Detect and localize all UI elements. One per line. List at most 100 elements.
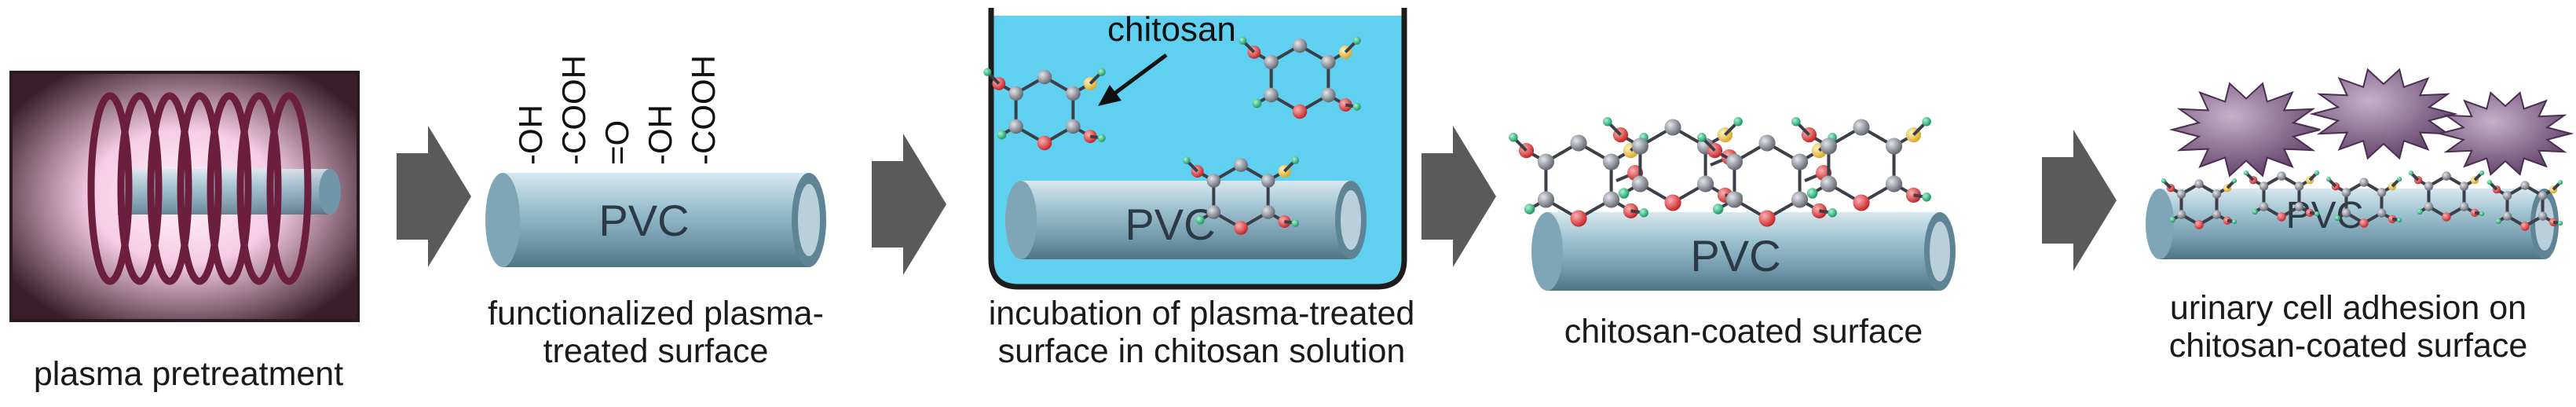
adhesion-tube: PVC (2146, 189, 2559, 259)
oxygen-atom (1664, 194, 1681, 211)
carbon-atom (1853, 119, 1870, 136)
hydrogen-atom (1806, 188, 1818, 199)
hydrogen-atom (2252, 208, 2258, 215)
carbon-atom (2359, 178, 2369, 187)
carbon-atom (1037, 69, 1052, 85)
hydrogen-atom (1182, 156, 1191, 164)
carbon-atom (2194, 179, 2204, 189)
hydrogen-atom (1697, 133, 1707, 142)
hydrogen-atom (2557, 179, 2563, 185)
carbon-atom (2459, 182, 2469, 191)
carbon-atom (1206, 205, 1221, 219)
functional-group: -OH (512, 104, 549, 165)
urinary-cell (2168, 82, 2321, 178)
pvc-label: PVC (1125, 200, 1215, 249)
carbon-atom (2176, 189, 2186, 199)
carbon-atom (2538, 211, 2548, 221)
oxygen-atom (2359, 218, 2369, 228)
functional-group: -COOH (685, 55, 722, 165)
carbon-atom (1008, 86, 1023, 101)
carbon-atom (1537, 191, 1554, 208)
hydrogen-atom (2479, 170, 2485, 176)
pvc-label: PVC (598, 196, 689, 245)
functionalized-tube: PVC (485, 173, 826, 267)
carbon-atom (1234, 158, 1248, 172)
carbon-atom (2459, 202, 2469, 211)
hydrogen-atom (1097, 68, 1106, 76)
hydrogen-atom (1291, 156, 1300, 164)
coated-tube: PVC (1531, 212, 1956, 291)
carbon-atom (2424, 182, 2434, 191)
hydrogen-atom (2479, 211, 2485, 217)
urinary-cell (2436, 91, 2574, 176)
carbon-atom (1570, 134, 1587, 152)
oxygen-atom (1292, 104, 1308, 119)
urinary-cell (2309, 68, 2458, 160)
oxygen-atom (2520, 222, 2530, 231)
carbon-atom (1008, 119, 1023, 134)
carbon-atom (1066, 86, 1081, 101)
functional-groups: -OH -COOH =O -OH -COOH (512, 55, 722, 165)
caption-line: incubation of plasma-treated (988, 295, 1415, 332)
oxygen-atom (2277, 212, 2286, 222)
carbon-atom (2294, 182, 2304, 191)
carbon-atom (1603, 191, 1620, 208)
carbon-atom (1261, 205, 1275, 219)
carbon-atom (1886, 138, 1903, 155)
hydrogen-atom (983, 68, 992, 76)
caption-functionalized: functionalized plasma- treated surface (428, 295, 884, 370)
hydrogen-atom (997, 130, 1007, 140)
carbon-atom (2502, 211, 2512, 221)
oxygen-atom (1758, 210, 1776, 227)
carbon-atom (1820, 138, 1837, 155)
carbon-atom (2259, 182, 2269, 191)
hydrogen-atom (2231, 218, 2238, 225)
carbon-atom (1321, 87, 1336, 103)
carbon-atom (2294, 202, 2304, 211)
hydrogen-atom (2396, 176, 2402, 182)
hydrogen-atom (2495, 218, 2501, 225)
hydrogen-atom (1922, 192, 1931, 202)
hydrogen-atom (2161, 178, 2167, 184)
urinary-cells (2168, 68, 2574, 178)
carbon-atom (1603, 153, 1620, 170)
carbon-atom (1537, 153, 1554, 170)
carbon-atom (1758, 134, 1776, 152)
carbon-atom (1725, 153, 1743, 170)
oxygen-atom (1570, 210, 1587, 227)
hydrogen-atom (1195, 215, 1205, 225)
hydrogen-atom (2408, 170, 2414, 176)
carbon-atom (1264, 87, 1279, 103)
carbon-atom (2424, 202, 2434, 211)
hydrogen-atom (2396, 217, 2402, 223)
carbon-atom (1664, 119, 1681, 136)
carbon-atom (1820, 175, 1837, 192)
functional-group: -COOH (555, 55, 592, 165)
caption-line: treated surface (543, 332, 769, 370)
process-arrow (2042, 130, 2117, 271)
carbon-atom (1261, 174, 1275, 188)
plasma-photo (9, 71, 360, 322)
hydrogen-atom (2486, 179, 2493, 185)
functional-group: =O (598, 120, 635, 165)
carbon-atom (2259, 202, 2269, 211)
hydrogen-atom (1791, 117, 1801, 126)
hydrogen-atom (2557, 220, 2563, 226)
caption-plasma: plasma pretreatment (33, 355, 344, 393)
carbon-atom (2176, 210, 2186, 219)
carbon-atom (1206, 174, 1221, 188)
hydrogen-atom (1239, 36, 1247, 45)
oxygen-atom (1234, 221, 1248, 235)
hydrogen-atom (1603, 117, 1612, 126)
carbon-atom (2212, 189, 2222, 199)
hydrogen-atom (1097, 134, 1106, 142)
oxygen-atom (1853, 194, 1870, 211)
hydrogen-atom (2231, 178, 2238, 184)
hydrogen-atom (2169, 216, 2175, 223)
hydrogen-atom (1828, 208, 1837, 218)
induction-coil (87, 92, 312, 285)
carbon-atom (2377, 208, 2387, 218)
carbon-atom (1791, 191, 1809, 208)
caption-incubation: incubation of plasma-treated surface in … (950, 295, 1453, 370)
